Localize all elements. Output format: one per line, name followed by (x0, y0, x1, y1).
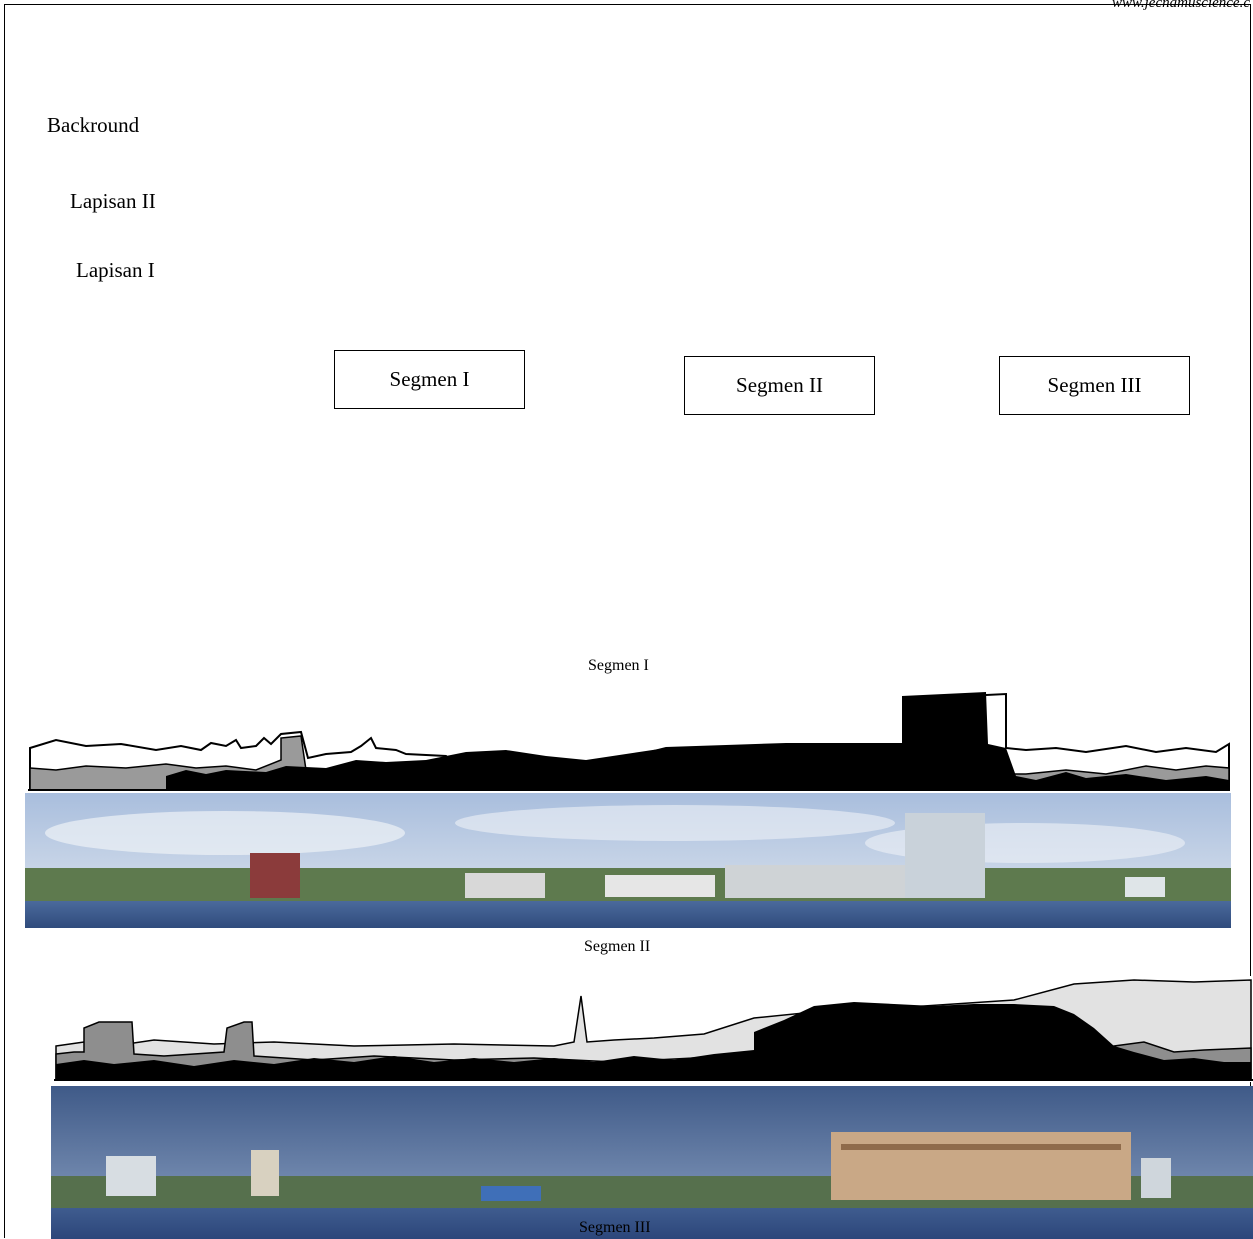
segment-box-2: Segmen II (684, 356, 875, 415)
page-frame: www.jecnamuscience.c (4, 0, 1251, 1238)
segment-box-1-label: Segmen I (389, 367, 470, 391)
segment-box-2-label: Segmen II (736, 373, 823, 397)
legend-layer1-label: Lapisan I (76, 258, 155, 282)
segment-box-3-label: Segmen III (1047, 373, 1142, 397)
segment-3-caption: Segmen III (579, 1219, 651, 1236)
journal-url: www.jecnamuscience.c (1111, 0, 1250, 11)
segment-2-photo (51, 1086, 1253, 1239)
legend-background-label: Backround (47, 113, 140, 137)
segment-1-photo (25, 793, 1231, 928)
segment-2-skyline-drawing (54, 976, 1253, 1082)
legend-layer2-label: Lapisan II (70, 189, 156, 213)
segment-1-caption: Segmen I (588, 657, 649, 674)
segment-2-caption: Segmen II (584, 938, 651, 955)
segment-box-3: Segmen III (999, 356, 1190, 415)
segment-box-1: Segmen I (334, 350, 525, 409)
segment-1-skyline-drawing (28, 688, 1230, 791)
